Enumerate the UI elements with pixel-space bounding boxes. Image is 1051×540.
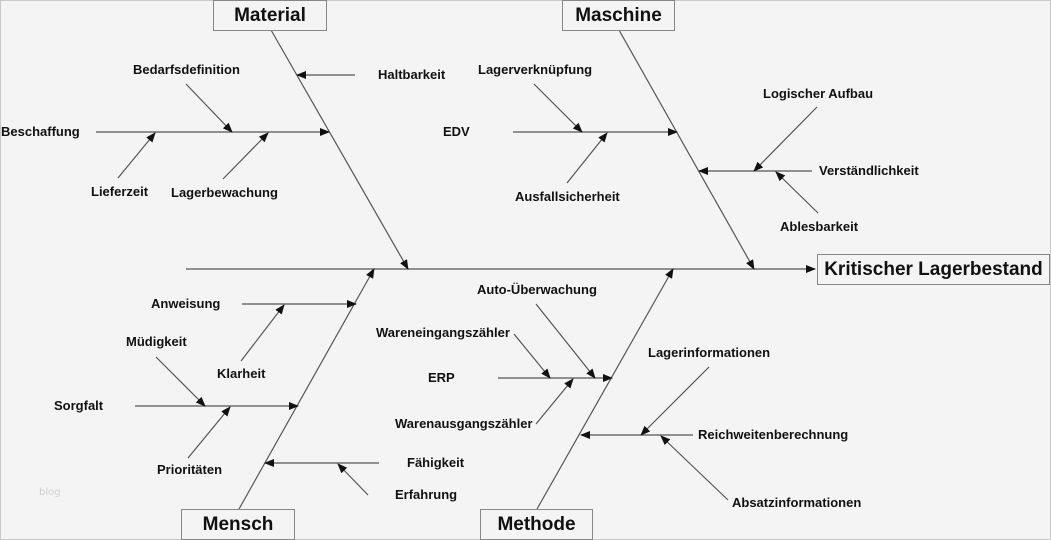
bone-methode xyxy=(536,268,674,510)
cause-ablesbarkeit: Ablesbarkeit xyxy=(780,219,859,234)
bone-material xyxy=(270,29,409,270)
cause-warenausgangszaehler: Warenausgangszähler xyxy=(395,416,533,431)
bone-mensch xyxy=(238,268,375,510)
cause-wareneingangszaehler: Wareneingangszähler xyxy=(376,325,510,340)
cause-prioritaeten: Prioritäten xyxy=(157,462,223,477)
cause-absatzinformationen: Absatzinformationen xyxy=(732,495,862,510)
cause-auto-ueberwachung: Auto-Überwachung xyxy=(477,282,597,297)
cause-verstaendlichkeit: Verständlichkeit xyxy=(819,163,919,178)
arrow-warenausgangszaehler xyxy=(535,378,574,425)
cause-anweisung: Anweisung xyxy=(151,296,221,311)
arrow-klarheit xyxy=(240,304,285,362)
cause-sorgfalt: Sorgfalt xyxy=(54,398,104,413)
cause-beschaffung: Beschaffung xyxy=(1,124,80,139)
cause-bedarfsdefinition: Bedarfsdefinition xyxy=(133,62,240,77)
arrow-bedarfsdefinition xyxy=(185,83,233,133)
cause-erfahrung: Erfahrung xyxy=(395,487,458,502)
arrow-prioritaeten xyxy=(187,406,231,459)
arrow-erfahrung xyxy=(337,463,369,496)
cause-reichweitenberechnung: Reichweitenberechnung xyxy=(698,427,849,442)
watermark: blog xyxy=(39,487,61,498)
category-box-material: Material xyxy=(213,0,327,31)
arrow-absatzinformationen xyxy=(660,435,729,501)
arrow-wareneingangszaehler xyxy=(513,333,551,379)
cause-haltbarkeit: Haltbarkeit xyxy=(378,67,446,82)
arrow-lagerinformationen xyxy=(640,366,710,436)
arrow-ausfallsicherheit xyxy=(566,132,608,184)
category-box-maschine: Maschine xyxy=(562,0,675,31)
arrow-ablesbarkeit xyxy=(775,171,819,214)
cause-klarheit: Klarheit xyxy=(217,366,266,381)
cause-muedigkeit: Müdigkeit xyxy=(126,334,187,349)
cause-edv: EDV xyxy=(443,124,470,139)
effect-box: Kritischer Lagerbestand xyxy=(817,254,1050,285)
arrow-lagerbewachung xyxy=(222,132,269,180)
cause-faehigkeit: Fähigkeit xyxy=(407,455,465,470)
category-box-methode: Methode xyxy=(480,509,593,540)
cause-lagerinformationen: Lagerinformationen xyxy=(648,345,771,360)
arrow-lieferzeit xyxy=(117,132,156,179)
cause-ausfallsicherheit: Ausfallsicherheit xyxy=(515,189,620,204)
arrow-lagerverknuepfung xyxy=(533,83,583,133)
cause-lieferzeit: Lieferzeit xyxy=(91,184,149,199)
cause-lagerverknuepfung: Lagerverknüpfung xyxy=(478,62,593,77)
cause-lagerbewachung: Lagerbewachung xyxy=(171,185,278,200)
cause-erp: ERP xyxy=(428,370,455,385)
arrow-auto-ueberwachung xyxy=(535,303,596,379)
bone-maschine xyxy=(618,29,755,270)
category-box-mensch: Mensch xyxy=(181,509,295,540)
arrow-muedigkeit xyxy=(155,356,206,407)
cause-logischer-aufbau: Logischer Aufbau xyxy=(763,86,874,101)
arrow-logischer-aufbau xyxy=(753,106,818,172)
